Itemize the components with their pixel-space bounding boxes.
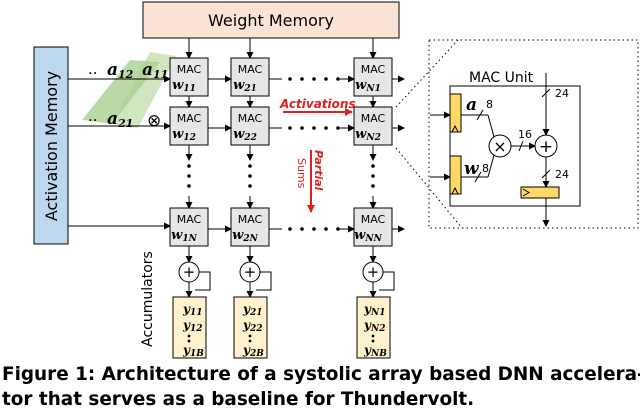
svg-text:w2N: w2N [232,228,258,244]
svg-text:8: 8 [486,98,493,111]
mac-11: MAC w11 [169,57,209,97]
input-a11: a11 [142,60,168,81]
otimes-icon: ⊗ [147,111,161,131]
svg-text:yN1: yN1 [363,302,385,318]
accumulator-column-N: + yN1 yN2 yNB [356,246,395,359]
mac-unit-w: w [464,159,480,179]
svg-text:w21: w21 [233,78,257,94]
mac-label: MAC [238,63,263,76]
activation-memory-box [33,46,69,245]
mac-label: MAC [177,112,202,125]
svg-text:w1N: w1N [171,228,197,244]
svg-text:wN1: wN1 [355,78,381,94]
zoom-line-bottom [395,147,463,229]
svg-text:16: 16 [518,128,532,141]
svg-text:+: + [244,263,257,281]
row-ellipsis [288,77,340,231]
mac-12: MAC w12 [169,106,209,146]
activations-label: Activations [279,97,356,111]
partial-label: Partial [312,150,325,191]
activation-band-2 [112,52,176,128]
activation-memory-label: Activation Memory [42,71,61,221]
weight-memory-label: Weight Memory [208,11,334,30]
weight-memory-box [142,1,400,39]
mac-grid: MAC w11 MAC w21 MAC wN1 MAC w12 MAC w22 … [169,57,393,247]
mac-N2: MAC wN2 [353,106,393,146]
svg-text:wNN: wNN [354,228,382,244]
mac-unit-a: a [466,95,477,115]
input-a21: a21 [107,109,133,130]
svg-text:w22: w22 [233,127,257,143]
mac-21: MAC w21 [230,57,270,97]
caption-line-1: Figure 1: Architecture of a systolic arr… [2,364,640,385]
svg-text:y2B: y2B [242,343,264,359]
svg-text:w12: w12 [172,127,196,143]
systolic-array-diagram: Weight Memory Activation Memory .. a12 a… [33,1,639,359]
mac-22: MAC w22 [230,106,270,146]
mac-label: MAC [361,112,386,125]
input-dots-row2: .. [88,107,98,125]
mac-unit-detail: MAC Unit a w 8 8 × 16 + 24 24 [428,39,639,229]
sums-label: Sums [295,158,308,189]
svg-text:yNB: yNB [363,343,387,359]
mac-N1: MAC wN1 [353,57,393,97]
svg-text:yN2: yN2 [363,318,385,334]
svg-text:y21: y21 [242,302,263,318]
svg-text:y11: y11 [182,302,203,318]
accumulator-column-1: + y11 y12 y1B [172,246,211,359]
input-dots-row1: .. [88,60,98,78]
add-icon: + [539,137,553,157]
zoom-line-top [395,39,459,108]
svg-text:+: + [367,263,380,281]
caption-line-2: tor that serves as a baseline for Thunde… [2,389,475,410]
column-ellipsis [187,164,375,188]
svg-text:w11: w11 [172,78,196,94]
input-a12: a12 [107,60,134,81]
mac-label: MAC [361,63,386,76]
mac-unit-title: MAC Unit [469,70,534,86]
svg-text:24: 24 [555,168,569,181]
svg-text:y22: y22 [242,318,263,334]
svg-text:8: 8 [482,162,489,175]
mac-1N: MAC w1N [169,207,209,247]
mac-label: MAC [238,213,263,226]
mac-label: MAC [177,213,202,226]
svg-text:y1B: y1B [182,343,204,359]
accumulators-label: Accumulators [140,251,156,347]
mac-label: MAC [177,63,202,76]
mac-label: MAC [361,213,386,226]
multiply-icon: × [493,137,506,156]
figure-caption: Figure 1: Architecture of a systolic arr… [2,362,640,412]
svg-text:wN2: wN2 [355,127,381,143]
svg-text:y12: y12 [182,318,203,334]
mac-NN: MAC wNN [353,207,393,247]
accumulator-column-2: + y21 y22 y2B [233,246,272,359]
mac-2N: MAC w2N [230,207,270,247]
svg-text:24: 24 [555,87,569,100]
svg-text:+: + [183,263,196,281]
mac-label: MAC [238,112,263,125]
